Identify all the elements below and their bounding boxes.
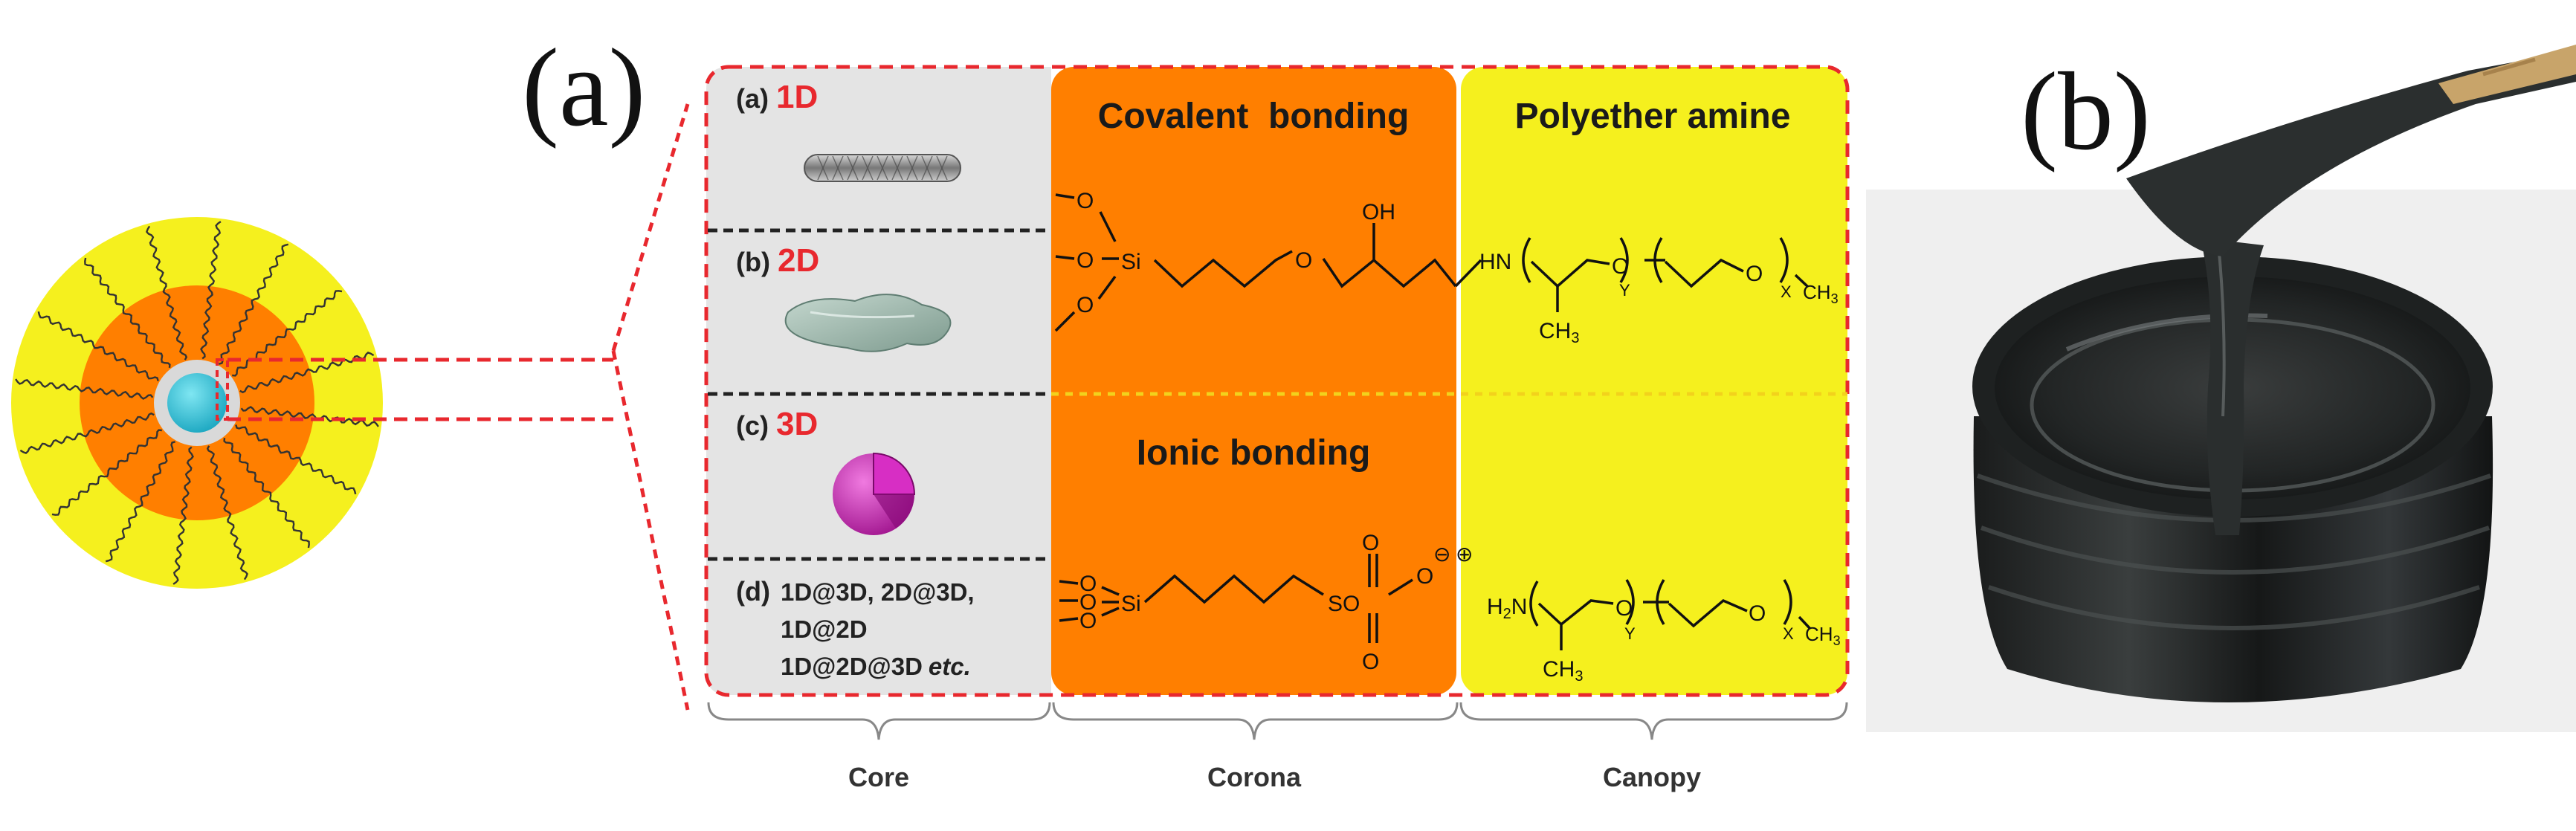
- svg-text:CH3: CH3: [1805, 623, 1841, 648]
- svg-text:X: X: [1783, 624, 1794, 643]
- svg-text:O: O: [1079, 572, 1097, 596]
- graphene-sheet-icon: [784, 294, 952, 352]
- svg-text:O: O: [1076, 248, 1094, 273]
- ionic-structure-atoms: O O O Si O O S O O ⊖ ⊕ H2N CH3 O Y O X C…: [1079, 531, 1841, 685]
- svg-text:Y: Y: [1624, 624, 1636, 643]
- ionic-bonding-title: Ionic bonding: [1137, 433, 1371, 473]
- polymer-chain: [200, 221, 222, 360]
- section-braces: [707, 702, 1848, 740]
- jar-photo: [1866, 45, 2576, 732]
- svg-text:O: O: [1295, 248, 1312, 273]
- svg-text:OH: OH: [1362, 200, 1395, 224]
- polymer-chain: [223, 438, 310, 549]
- hybrid-line-1: 1D@3D, 2D@3D,: [781, 578, 975, 606]
- core-item-3: (c)3D: [736, 406, 818, 442]
- svg-text:⊖: ⊖: [1433, 543, 1450, 566]
- polymer-chain: [51, 429, 162, 516]
- svg-text:H2N: H2N: [1487, 595, 1527, 622]
- svg-text:Si: Si: [1121, 250, 1141, 274]
- svg-text:⊕: ⊕: [1456, 543, 1473, 566]
- panel-label-a: (a): [522, 26, 645, 149]
- polymer-chain: [235, 424, 357, 495]
- polymer-chain: [37, 311, 159, 381]
- svg-text:O: O: [1343, 592, 1360, 616]
- svg-text:O: O: [1362, 531, 1379, 555]
- polymer-chain: [19, 412, 155, 454]
- panel-label-b: (b): [2021, 50, 2151, 173]
- core-particle: [167, 373, 227, 433]
- svg-text:Si: Si: [1121, 592, 1141, 616]
- svg-text:O: O: [1362, 650, 1379, 674]
- svg-text:O: O: [1079, 590, 1097, 615]
- covalent-structure-bonds: [1054, 193, 1810, 332]
- svg-text:O: O: [1079, 609, 1097, 633]
- spatula-handle: [2438, 45, 2576, 104]
- polymer-chain: [84, 257, 171, 368]
- svg-text:S: S: [1328, 592, 1343, 616]
- canopy-title: Polyether amine: [1515, 97, 1791, 136]
- polymer-chain: [219, 243, 289, 365]
- svg-text:CH3: CH3: [1803, 281, 1839, 306]
- corona-column: [1051, 67, 1456, 695]
- svg-text:O: O: [1749, 601, 1766, 626]
- ionic-structure-bonds: [1059, 554, 1812, 650]
- svg-text:HN: HN: [1479, 250, 1511, 274]
- core-item-2: (b)2D: [736, 242, 819, 279]
- polymer-chain: [146, 225, 188, 360]
- zoom-line-up: [611, 103, 690, 352]
- polymer-chain: [105, 441, 175, 563]
- svg-text:CH3: CH3: [1539, 319, 1579, 346]
- canopy-column: [1461, 67, 1847, 695]
- svg-text:X: X: [1781, 282, 1792, 301]
- svg-text:O: O: [1076, 189, 1094, 213]
- zoom-line-down: [611, 350, 690, 711]
- nanoparticle-schematic: [11, 103, 690, 711]
- svg-text:O: O: [1416, 564, 1433, 589]
- covalent-structure-atoms: O O O Si O OH HN O CH3 Y O X CH3: [1076, 189, 1839, 346]
- polymer-chain: [206, 445, 248, 581]
- core-item-1: (a)1D: [736, 79, 818, 115]
- bonding-schematic: (a)1D (b)2D (c)3D (d) 1D@3D, 2D@3D, 1D@2…: [704, 65, 1850, 792]
- polymer-chain: [239, 352, 375, 394]
- core-item-4-prefix: (d): [736, 576, 770, 607]
- core-column: [706, 67, 1051, 695]
- paste-drip: [2201, 238, 2264, 535]
- svg-text:O: O: [1746, 262, 1763, 286]
- core-label: Core: [848, 762, 909, 792]
- svg-text:O: O: [1612, 254, 1629, 279]
- polymer-chain: [172, 446, 194, 585]
- covalent-bonding-title: Covalent bonding: [1098, 97, 1410, 136]
- svg-text:Y: Y: [1619, 281, 1630, 300]
- polymer-chain: [15, 378, 154, 400]
- canopy-label: Canopy: [1603, 762, 1701, 792]
- svg-text:O: O: [1076, 293, 1094, 317]
- hybrid-line-2: 1D@2D: [781, 615, 868, 643]
- zoom-frame: [704, 65, 1850, 697]
- zoom-box: [216, 358, 229, 421]
- svg-text:CH3: CH3: [1543, 657, 1583, 685]
- nanotube-icon: [804, 154, 961, 182]
- corona-label: Corona: [1207, 762, 1302, 792]
- polymer-chain: [240, 406, 379, 427]
- sphere-icon: [833, 452, 916, 535]
- spatula-paste: [2126, 51, 2576, 256]
- svg-text:O: O: [1615, 596, 1633, 621]
